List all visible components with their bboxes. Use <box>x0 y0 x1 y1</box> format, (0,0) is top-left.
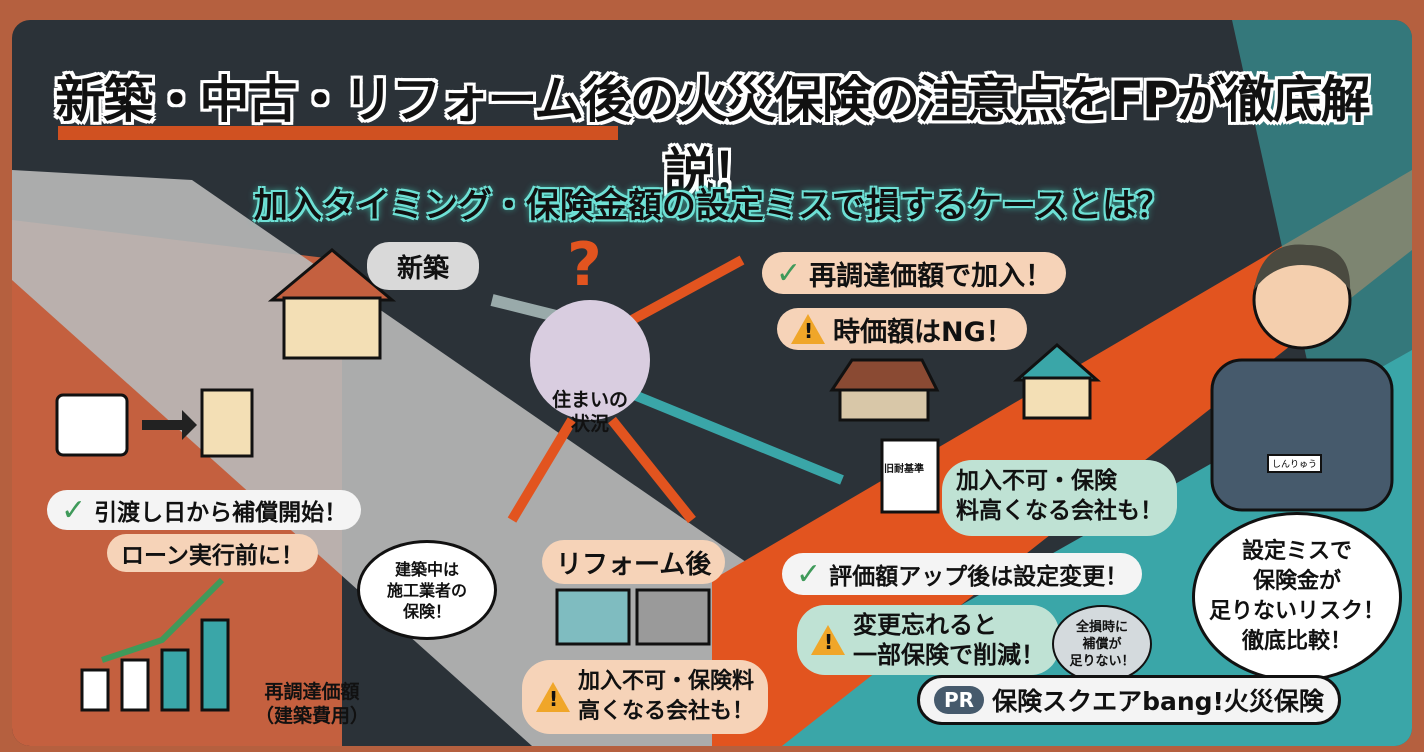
advisor-illustration <box>1210 244 1394 512</box>
center-label: 住まいの状況 <box>542 388 638 436</box>
thought-2: 施工業者の <box>386 580 467 600</box>
pr-tag: PR <box>934 686 985 714</box>
used-warn-2: 料高くなる会社も！ <box>956 498 1163 524</box>
reform-ok: ✓ 評価額アップ後は設定変更！ <box>782 553 1143 595</box>
reform-rooms <box>555 588 711 646</box>
reform-warn2-1: 変更忘れると <box>853 611 997 639</box>
check-icon: ✓ <box>796 556 822 592</box>
used-ng-text: 時価額はNG！ <box>833 316 1013 348</box>
page-title: 新築・中古・リフォーム後の火災保険の注意点をFPが徹底解説！ <box>55 71 1370 201</box>
used-house-icon <box>829 343 1101 422</box>
speech-1: 設定ミスで <box>1241 539 1352 564</box>
chart-icon <box>80 577 230 712</box>
reform-label-text: リフォーム後 <box>556 549 712 580</box>
cost-label-1: 再調達価額 <box>264 681 360 703</box>
background-shapes <box>12 20 1412 746</box>
cost-label: 再調達価額（建築費用） <box>252 680 372 728</box>
question-mark-icon: ? <box>567 230 602 300</box>
thought-3: 保険！ <box>402 601 451 621</box>
clipboard-text: 旧耐基準 <box>884 464 924 475</box>
delivery-check: ✓ 引渡し日から補償開始！ <box>47 490 362 530</box>
reform-label: リフォーム後 <box>542 540 726 584</box>
pr-text: 保険スクエアbang!火災保険 <box>992 687 1324 716</box>
used-warn-1: 加入不可・保険 <box>956 468 1117 494</box>
title-underline <box>58 126 618 140</box>
infographic-panel: 新築・中古・リフォーム後の火災保険の注意点をFPが徹底解説！ 加入タイミング・保… <box>12 20 1412 746</box>
calendar-icon <box>55 388 254 458</box>
center-label-1: 住まいの <box>551 389 628 411</box>
cost-label-2: （建築費用） <box>254 705 369 727</box>
used-ok-text: 再調達価額で加入！ <box>809 260 1053 292</box>
center-label-2: 状況 <box>570 413 609 435</box>
thought-bubble: 建築中は施工業者の保険！ <box>357 540 497 640</box>
used-ng: 時価額はNG！ <box>777 308 1027 350</box>
reform-warn2-2: 一部保険で削減！ <box>853 641 1045 669</box>
arrow-reform <box>608 416 696 524</box>
warning-icon <box>811 625 845 655</box>
clipboard-icon <box>880 438 940 514</box>
advisor-speech-bubble: 設定ミスで保険金が足りないリスク！ 徹底比較！ <box>1192 512 1402 682</box>
thought-1: 建築中は <box>394 559 459 579</box>
small-bubble: 全損時に補償が足りない！ <box>1052 605 1152 683</box>
loan-text: ローン実行前に！ <box>121 543 304 569</box>
warning-icon <box>536 682 570 712</box>
subtitle: 加入タイミング・保険金額の設定ミスで損するケースとは？ <box>253 186 1171 226</box>
speech-4: 徹底比較！ <box>1241 629 1352 654</box>
small-bubble-1: 全損時に <box>1075 619 1128 635</box>
arrow-build <box>507 417 577 523</box>
arrow-used <box>629 255 745 325</box>
reform-warn-2: 高くなる会社も！ <box>578 699 755 724</box>
speech-2: 保険金が <box>1252 569 1341 594</box>
small-bubble-2: 補償が <box>1082 636 1122 652</box>
house-icon <box>267 248 397 360</box>
small-bubble-3: 足りない！ <box>1069 653 1135 669</box>
new-build-text: 新築 <box>397 253 450 284</box>
name-badge: しんりゅう <box>1267 454 1323 473</box>
used-warning: 加入不可・保険料高くなる会社も！ <box>942 460 1177 536</box>
check-icon: ✓ <box>776 255 802 291</box>
check-icon: ✓ <box>61 492 87 528</box>
warning-icon <box>791 314 825 344</box>
speech-3: 足りないリスク！ <box>1208 599 1385 624</box>
reform-ok-text: 評価額アップ後は設定変更！ <box>829 564 1129 590</box>
loan-note: ローン実行前に！ <box>107 534 318 572</box>
delivery-text: 引渡し日から補償開始！ <box>94 500 348 526</box>
arrow-used2 <box>620 385 844 485</box>
new-build-label: 新築 <box>367 242 480 290</box>
used-ok: ✓再調達価額で加入！ <box>762 252 1067 294</box>
reform-warn-1: 加入不可・保険料 <box>578 669 755 694</box>
center-circle <box>530 300 650 420</box>
